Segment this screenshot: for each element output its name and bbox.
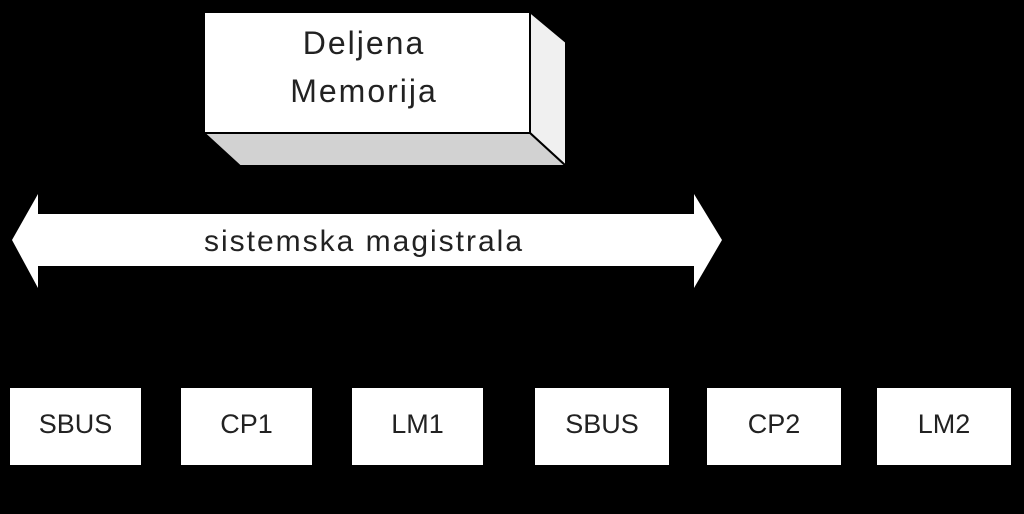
module-label: LM1 — [391, 409, 444, 439]
module-sbus-1: SBUS — [10, 388, 141, 465]
module-box — [877, 388, 1011, 465]
module-lm2: LM2 — [877, 388, 1011, 465]
module-cp1: CP1 — [181, 388, 312, 465]
system-bus-arrow: sistemska magistrala — [12, 194, 722, 288]
module-label: SBUS — [39, 409, 113, 439]
system-bus-arrow-shape — [12, 194, 722, 288]
module-label: CP1 — [220, 409, 273, 439]
module-label: SBUS — [565, 409, 639, 439]
shared-memory-label-line1: Deljena — [303, 25, 426, 61]
module-box — [10, 388, 141, 465]
module-sbus-2: SBUS — [535, 388, 669, 465]
module-lm1: LM1 — [352, 388, 483, 465]
module-row: SBUS CP1 LM1 SBUS CP2 LM2 — [10, 388, 1011, 465]
shared-memory-block-front — [203, 11, 531, 134]
module-label: CP2 — [748, 409, 801, 439]
module-box — [352, 388, 483, 465]
shared-memory-block-bottom — [201, 132, 569, 167]
module-box — [535, 388, 669, 465]
shared-memory-block: Deljena Memorija — [201, 9, 569, 169]
module-cp2: CP2 — [707, 388, 841, 465]
system-bus-label: sistemska magistrala — [204, 225, 524, 258]
module-label: LM2 — [918, 409, 971, 439]
shared-memory-label-line2: Memorija — [290, 73, 438, 109]
module-box — [707, 388, 841, 465]
module-box — [181, 388, 312, 465]
